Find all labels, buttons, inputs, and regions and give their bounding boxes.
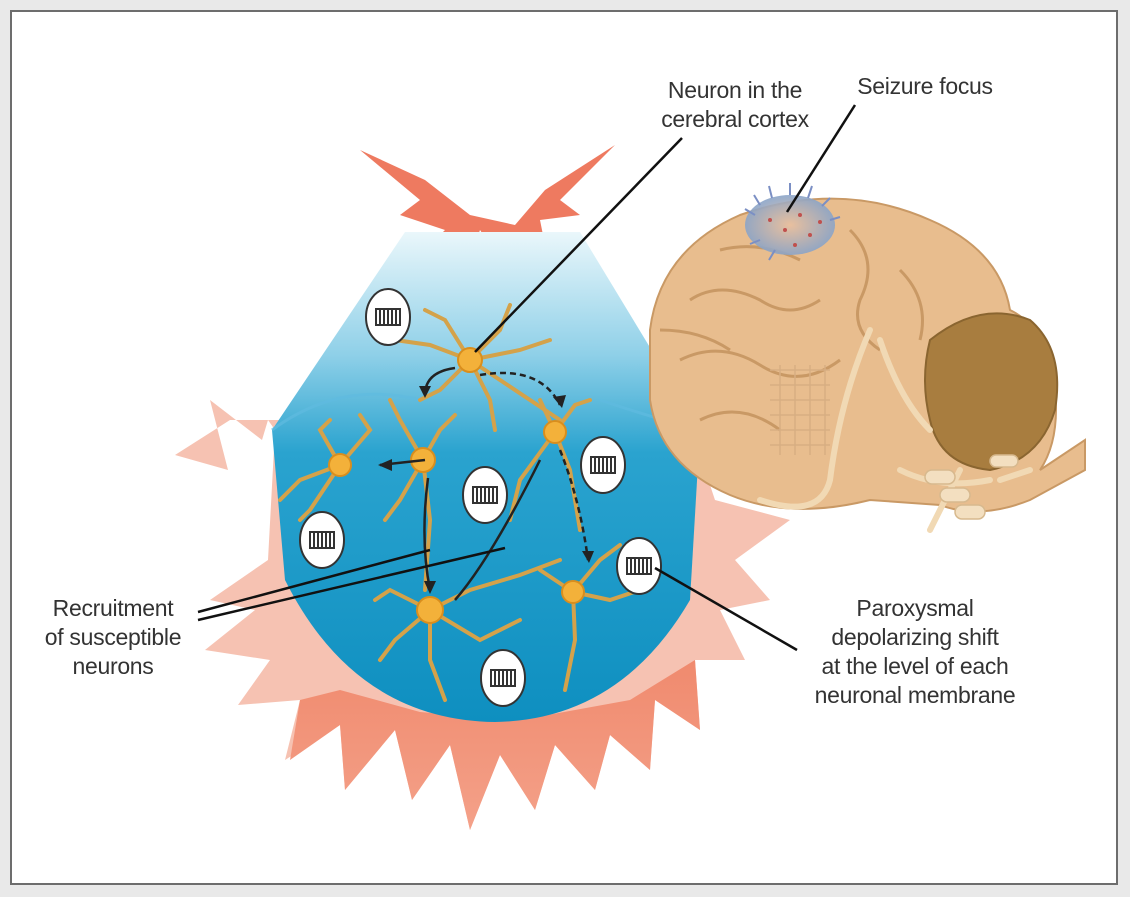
leader-paroxysmal bbox=[654, 566, 798, 652]
recording-icon bbox=[580, 436, 626, 494]
recording-icon bbox=[299, 511, 345, 569]
neuron-bodies bbox=[328, 347, 585, 624]
dendrite-network bbox=[278, 303, 642, 702]
recording-icon bbox=[616, 537, 662, 595]
recording-icon bbox=[365, 288, 411, 346]
label-recruitment: Recruitment of susceptible neurons bbox=[44, 595, 182, 679]
leader-neuron-cortex bbox=[474, 137, 683, 353]
leader-recruitment-2 bbox=[197, 546, 506, 622]
recording-icon bbox=[480, 649, 526, 707]
leader-lines bbox=[197, 104, 857, 652]
recording-icons bbox=[299, 288, 662, 707]
seizure-focus-spot bbox=[744, 183, 841, 261]
leader-recruitment-1 bbox=[197, 548, 431, 614]
arrowheads bbox=[378, 386, 594, 594]
recording-icon bbox=[462, 466, 508, 524]
brain-illustration bbox=[649, 183, 1086, 533]
leader-seizure-focus bbox=[785, 104, 857, 213]
label-paroxysmal: Paroxysmal depolarizing shift at the lev… bbox=[814, 595, 1016, 708]
label-neuron-cortex: Neuron in the cerebral cortex bbox=[661, 77, 809, 132]
label-seizure-focus: Seizure focus bbox=[857, 73, 993, 99]
